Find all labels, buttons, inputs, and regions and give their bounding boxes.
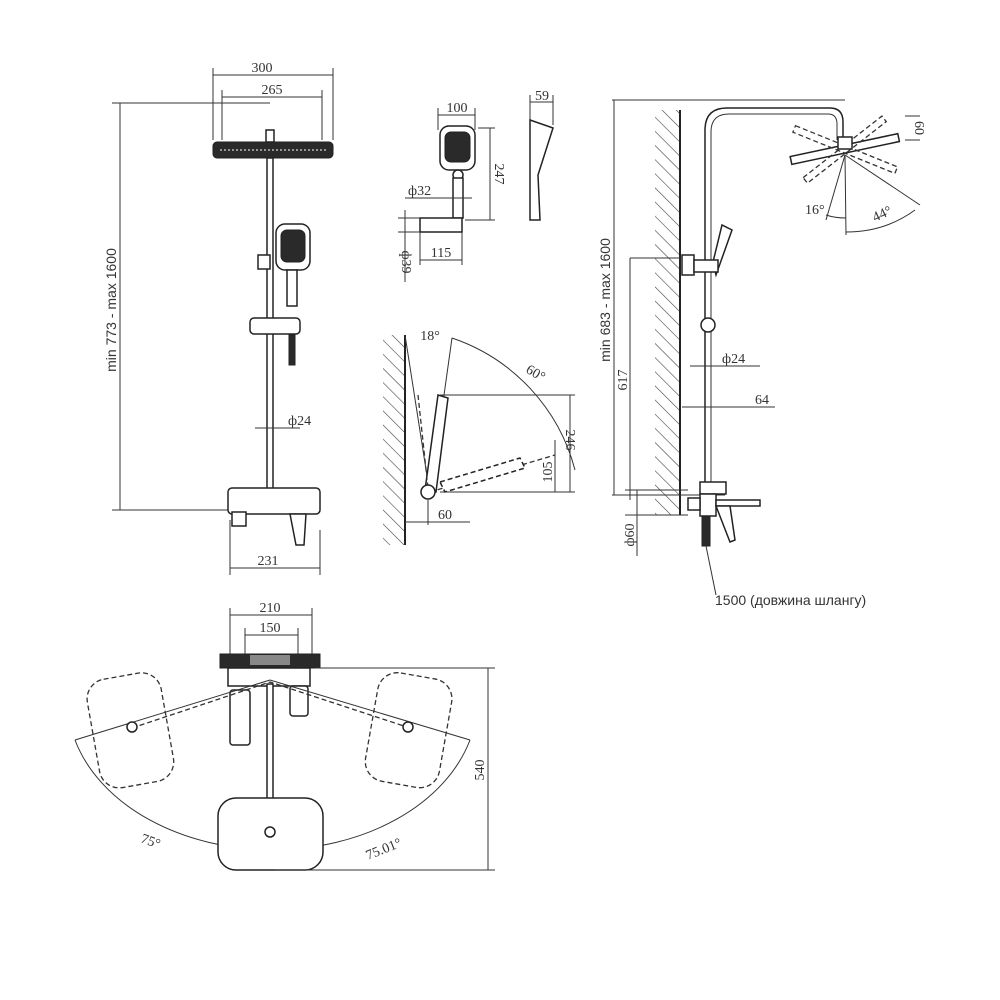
top-view: 210 150 75° 75.01° 540 bbox=[74, 601, 495, 871]
dim-tilt-offset: 60 bbox=[438, 508, 452, 523]
dim-wall-offset: 64 bbox=[755, 393, 769, 408]
mixer-body bbox=[227, 487, 321, 515]
dim-holder-length: 115 bbox=[431, 246, 451, 261]
dim-tilt-length: 246 bbox=[562, 430, 577, 451]
front-view: 300 265 min 773 - max 1600 ф24 231 bbox=[103, 61, 334, 575]
dim-handle-diameter: ф32 bbox=[408, 184, 431, 199]
side-view: min 683 - max 1600 60 16° 44° 617 ф24 64 bbox=[597, 99, 926, 608]
dim-angle-large: 44° bbox=[870, 204, 894, 226]
dim-side-depth: 59 bbox=[535, 89, 549, 104]
dim-angle-left: 75° bbox=[139, 832, 163, 853]
shower-position-right bbox=[364, 672, 453, 789]
side-pole bbox=[704, 107, 844, 490]
dim-side-height-range: min 683 - max 1600 bbox=[597, 238, 613, 362]
dim-side-pipe-diameter: ф24 bbox=[722, 352, 745, 367]
dim-head-inner-width: 265 bbox=[262, 83, 283, 98]
dim-height-range: min 773 - max 1600 bbox=[103, 248, 119, 372]
dim-head-width: 300 bbox=[252, 61, 273, 76]
dim-top-inner-width: 150 bbox=[260, 621, 281, 636]
tilt-view: 18° 60° 246 105 60 bbox=[383, 329, 577, 545]
hose-length-note: 1500 (довжина шлангу) bbox=[715, 592, 866, 608]
dim-hand-length: 247 bbox=[491, 164, 506, 185]
dim-pipe-diameter: ф24 bbox=[288, 414, 311, 429]
dim-head-thickness: 60 bbox=[911, 121, 926, 135]
dim-angle-top: 18° bbox=[420, 329, 440, 344]
dim-holder-diameter: ф39 bbox=[398, 250, 413, 273]
dim-tilt-height: 105 bbox=[541, 462, 556, 483]
dim-bracket-height: 617 bbox=[616, 370, 631, 391]
dim-mixer-width: 231 bbox=[258, 554, 279, 569]
dim-angle-right: 75.01° bbox=[364, 836, 404, 864]
dim-top-outer-width: 210 bbox=[260, 601, 281, 616]
shower-position-left bbox=[86, 672, 175, 789]
dim-angle-arc: 60° bbox=[523, 362, 547, 385]
slider bbox=[249, 317, 301, 335]
dim-flange-diameter: ф60 bbox=[623, 523, 638, 546]
hand-shower-detail: 100 247 ф32 ф39 115 59 bbox=[398, 89, 554, 282]
side-mixer bbox=[699, 493, 717, 517]
dim-hand-width: 100 bbox=[447, 101, 468, 116]
dim-top-depth: 540 bbox=[473, 760, 488, 781]
dim-angle-small: 16° bbox=[805, 203, 825, 218]
